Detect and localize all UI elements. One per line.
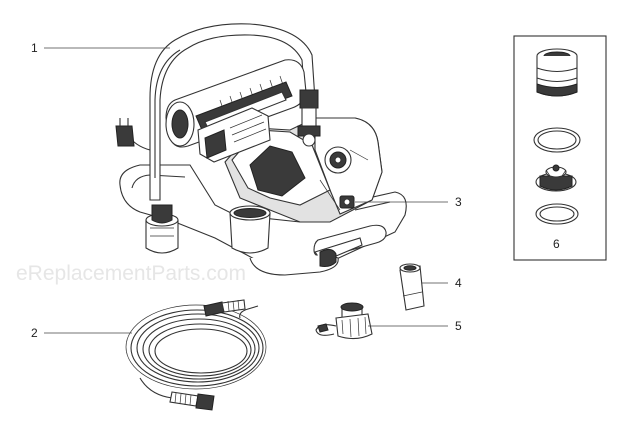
callout-1: 1 <box>31 41 170 55</box>
spray-tip <box>399 263 425 311</box>
callout-label-2: 2 <box>31 326 38 340</box>
callout-label-4: 4 <box>455 276 462 290</box>
callout-label-5: 5 <box>455 319 462 333</box>
callout-3: 3 <box>355 195 462 209</box>
watermark-text: eReplacementParts.com <box>16 262 246 285</box>
callout-5: 5 <box>368 319 462 333</box>
inlet-fitting <box>315 302 373 340</box>
callout-label-1: 1 <box>31 41 38 55</box>
callout-label-3: 3 <box>455 195 462 209</box>
callout-4: 4 <box>422 276 462 290</box>
sprayer-unit <box>115 23 407 276</box>
hose-coil <box>125 299 267 411</box>
callout-2: 2 <box>31 326 132 340</box>
callout-label-6: 6 <box>553 237 560 251</box>
repair-kit <box>533 48 581 225</box>
